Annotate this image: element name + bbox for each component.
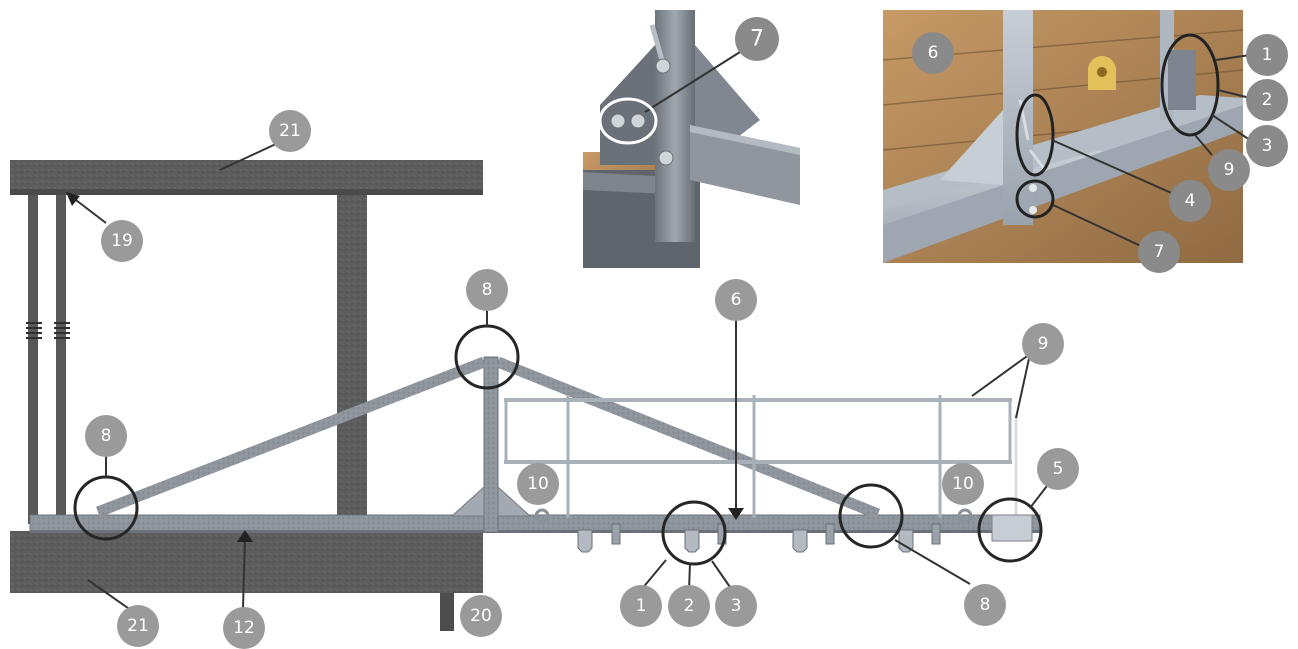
leader-lines [71,142,1051,614]
rail-clamps [577,523,941,553]
callout-10-right: 10 [942,463,984,505]
inset-right-callout-7: 7 [1138,231,1180,273]
svg-text:8: 8 [482,280,493,300]
svg-text:8: 8 [980,595,991,615]
callout-19: 19 [101,220,143,262]
svg-text:4: 4 [1185,191,1196,211]
concrete-column [337,189,367,519]
svg-text:5: 5 [1053,459,1064,479]
callout-3-bottom: 3 [715,585,757,627]
callout-21-bottom: 21 [117,605,159,647]
roof-slab [10,160,483,189]
svg-text:6: 6 [731,290,742,310]
svg-text:8: 8 [101,426,112,446]
inset-bolt-detail: 7 [583,10,800,268]
mast [483,356,499,533]
inset-left-callout-7: 7 [735,17,779,61]
end-clamp [991,514,1033,542]
callout-9-main: 9 [1022,323,1064,365]
callout-1-bottom: 1 [620,585,662,627]
main-view: 21 19 8 8 6 9 10 10 5 8 1 2 3 21 12 20 [10,110,1079,649]
inset-right-callout-3: 3 [1246,125,1288,167]
svg-text:9: 9 [1224,160,1235,180]
svg-text:3: 3 [731,596,742,616]
svg-text:3: 3 [1262,136,1273,156]
svg-text:12: 12 [233,618,255,638]
suspension-ropes [10,189,483,524]
mast-gusset [450,485,485,517]
lifting-eye-right [957,508,973,524]
inset-right-callout-4: 4 [1169,180,1211,222]
callout-12: 12 [223,607,265,649]
inset-right-callout-6: 6 [912,32,954,74]
tie-rod-left [96,356,486,518]
callout-21-top: 21 [269,110,311,152]
callout-2-bottom: 2 [668,585,710,627]
svg-text:19: 19 [111,231,133,251]
arrow-head-19 [66,192,80,206]
svg-text:1: 1 [636,596,647,616]
callout-5: 5 [1037,448,1079,490]
svg-text:10: 10 [952,474,974,494]
inset-right-callout-9: 9 [1208,149,1250,191]
svg-text:2: 2 [1262,90,1273,110]
svg-text:7: 7 [1154,242,1165,262]
inset-right-callout-1: 1 [1246,34,1288,76]
svg-text:20: 20 [470,606,492,626]
callout-8-top: 8 [466,269,508,311]
svg-text:2: 2 [684,596,695,616]
svg-text:1: 1 [1262,45,1273,65]
callout-6-main: 6 [715,279,757,321]
arrow-head-12 [237,530,253,542]
svg-text:7: 7 [750,27,764,52]
arrow-head-6 [728,508,744,520]
tie-rod-right [495,356,881,520]
svg-text:21: 21 [127,616,149,636]
callout-20: 20 [460,595,502,637]
inset-platform-corner: 6 1 2 3 9 4 7 [882,10,1288,273]
lifting-eye-left [534,508,550,524]
callout-8-left: 8 [85,415,127,457]
guardrail [504,395,1018,518]
inset-right-callout-2: 2 [1246,79,1288,121]
svg-text:10: 10 [527,474,549,494]
callout-8-right: 8 [964,584,1006,626]
svg-text:9: 9 [1038,334,1049,354]
svg-text:21: 21 [279,121,301,141]
svg-text:6: 6 [928,43,939,63]
callout-10-left: 10 [517,463,559,505]
support-post [440,593,454,631]
